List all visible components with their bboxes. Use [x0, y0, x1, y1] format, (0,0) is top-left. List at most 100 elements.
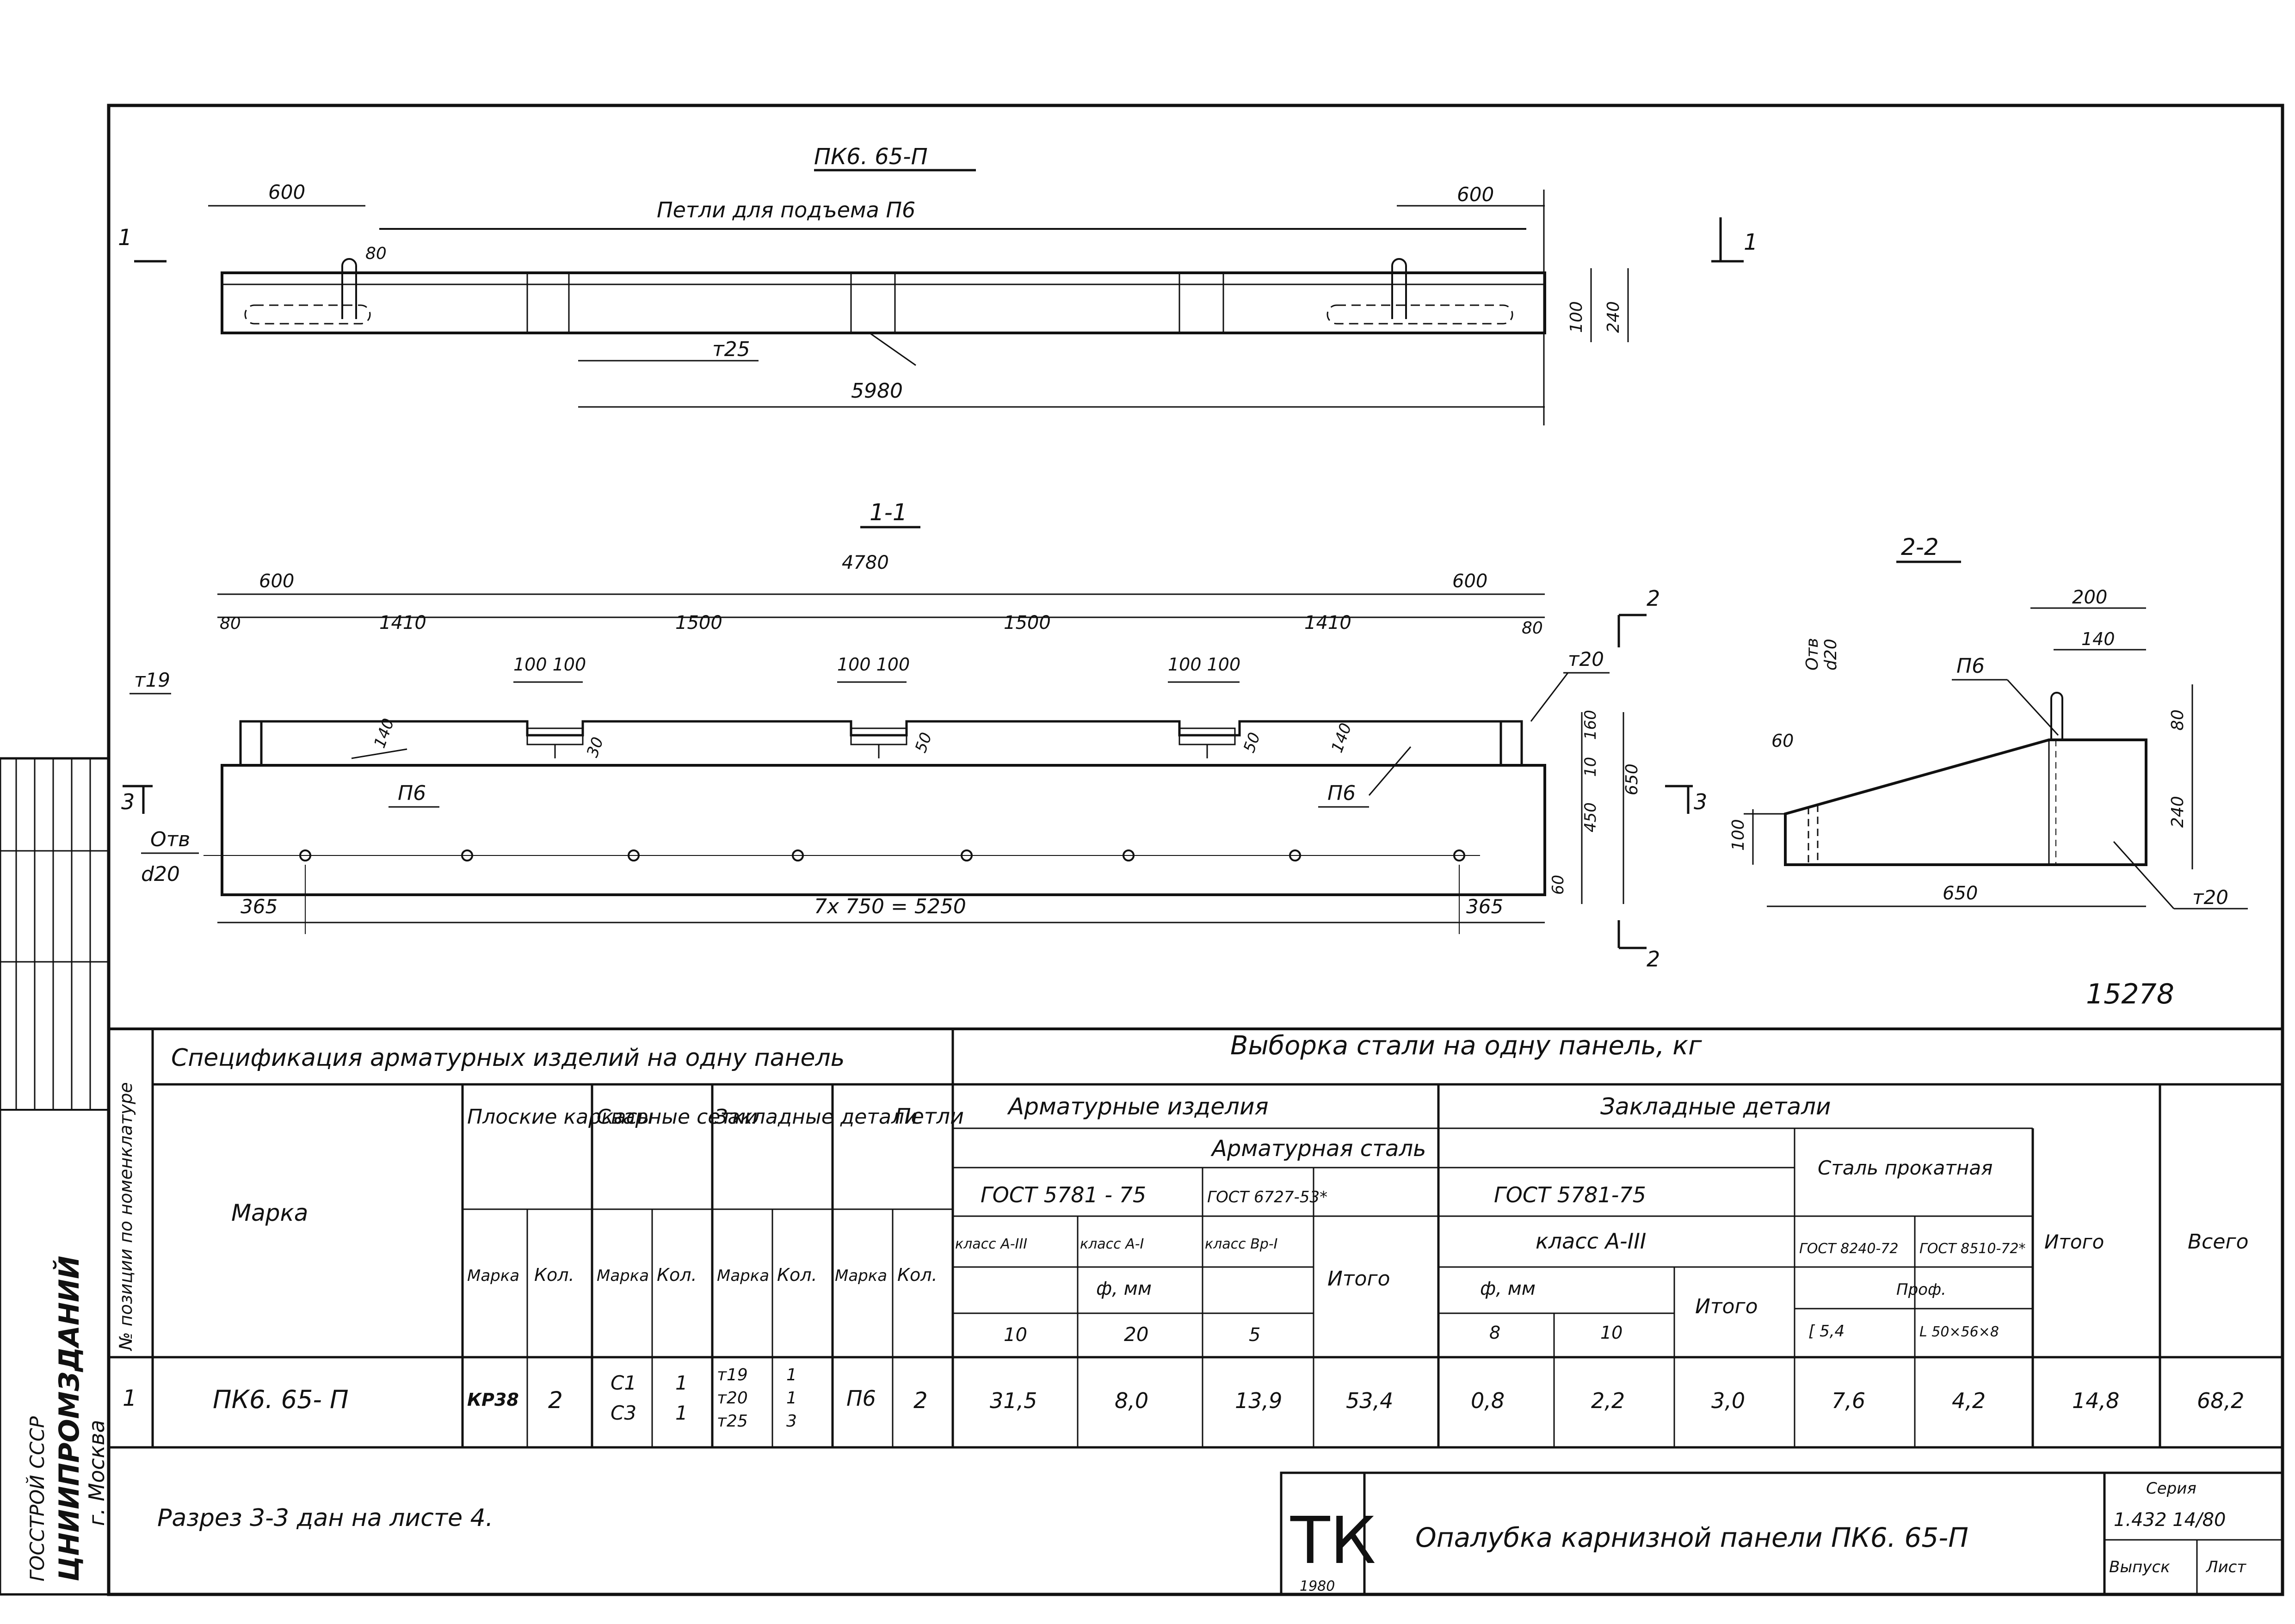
plan-section-mark-right: 1	[1744, 229, 1758, 255]
sec11-h160: 160	[1581, 710, 1600, 740]
sheet-frame	[107, 104, 2284, 1596]
footer-logo-year: 1980	[1300, 1578, 1335, 1594]
sub-qty-2: Кол.	[657, 1265, 697, 1285]
total-header: Всего	[2188, 1230, 2248, 1254]
sec11-dim-overall: 4780	[842, 552, 889, 573]
row-loop-mark: П6	[846, 1386, 876, 1411]
plan-section-mark-left: 1	[118, 225, 132, 251]
row-welded-qty-0: 1	[675, 1372, 688, 1394]
sec11-h30: 30	[583, 735, 607, 760]
sec11-h450: 450	[1581, 802, 1600, 832]
row-v5: 13,9	[1235, 1388, 1282, 1413]
sub-mark-1: Марка	[467, 1267, 519, 1285]
row-sum3: 14,8	[2072, 1388, 2119, 1413]
embedded-details: Закладные детали	[1600, 1093, 1831, 1120]
plan-dim-total: 5980	[851, 379, 903, 403]
sec11-h140-right: 140	[1328, 720, 1356, 755]
arm-steel: Арматурная сталь	[1210, 1136, 1426, 1162]
footer-sheet-label: Лист	[2205, 1558, 2246, 1576]
plan-panel	[221, 271, 1546, 334]
gost-6727: ГОСТ 6727-53*	[1207, 1188, 1327, 1206]
d10b: 10	[1600, 1323, 1623, 1343]
class-aiii-b: класс А-III	[1536, 1229, 1646, 1254]
itogo-3: Итого	[2044, 1230, 2104, 1253]
phi-mm-b: ф, мм	[1480, 1278, 1536, 1299]
sec11-dim-1410-right: 1410	[1304, 612, 1351, 634]
d20: 20	[1124, 1323, 1148, 1346]
sub-mark-2: Марка	[597, 1267, 649, 1285]
row-no: 1	[123, 1385, 137, 1411]
row-loop-qty: 2	[913, 1388, 928, 1414]
sec11-p6-left: П6	[398, 781, 426, 805]
sec11-otv-label: Отв	[150, 828, 190, 851]
footer-sheet-title: Опалубка карнизной панели ПК6. 65-П	[1415, 1522, 1968, 1553]
gost-8510: ГОСТ 8510-72*	[1919, 1241, 2025, 1257]
gost-5781-b: ГОСТ 5781-75	[1494, 1182, 1646, 1207]
row-emb-mark-0: т19	[717, 1366, 748, 1384]
side-stamp: ЦНИИПРОМЗДАНИЙ г. Москва ГОССТРОЙ СССР	[0, 757, 110, 1596]
plan-dim-100: 100	[1567, 301, 1586, 333]
section-2-2: 2-2 200 140 П6 Отв d20 60 100 80 240 650…	[1729, 534, 2248, 910]
row-emb-qty-2: 3	[786, 1412, 797, 1431]
sec11-h10: 10	[1581, 757, 1600, 777]
class-vpi: класс Вр-I	[1205, 1236, 1278, 1252]
d8: 8	[1489, 1323, 1500, 1343]
row-v20: 8,0	[1115, 1388, 1148, 1413]
row-emb-mark-2: т25	[717, 1412, 748, 1431]
side-stamp-agency: ГОССТРОЙ СССР	[25, 1416, 49, 1581]
sec11-dim-1410-left: 1410	[379, 612, 426, 634]
sec11-h60: 60	[1549, 875, 1567, 895]
row-welded-mark-1: С3	[611, 1402, 636, 1424]
footer-issue-label: Выпуск	[2109, 1558, 2170, 1576]
plan-loops-label: Петли для подъема П6	[657, 197, 915, 222]
sec11-pair-100-b: 100 100	[837, 654, 910, 675]
footer-note: Разрез 3-3 дан на листе 4.	[157, 1504, 493, 1532]
row-flat-mark: КР38	[467, 1390, 519, 1410]
row-emb-mark-1: т20	[717, 1389, 748, 1408]
d5: 5	[1249, 1324, 1260, 1346]
plan-dim-240: 240	[1604, 301, 1623, 333]
sec22-profile	[1784, 738, 2147, 866]
profile: Проф.	[1896, 1280, 1946, 1299]
itogo-1: Итого	[1327, 1267, 1390, 1291]
sec22-p6: П6	[1956, 654, 1985, 678]
sec22-dim-60: 60	[1771, 731, 1794, 751]
footer-series-label: Серия	[2146, 1479, 2196, 1498]
sec11-dim-600-right: 600	[1452, 571, 1487, 592]
row-emb-qty-0: 1	[786, 1366, 797, 1384]
sec11-section-mark-2-top: 2	[1647, 586, 1660, 611]
d10: 10	[1004, 1324, 1027, 1346]
col-loops: Петли	[895, 1104, 964, 1129]
col-no: № позиции по номенклатуре	[116, 1082, 136, 1351]
plan-title: ПК6. 65-П	[814, 144, 928, 170]
plan-view: ПК6. 65-П Петли для подъема П6 600 600 8…	[118, 144, 1758, 425]
prof-l: L 50×56×8	[1919, 1324, 1999, 1340]
prof-c: [ 5,4	[1808, 1322, 1845, 1341]
row-v10b: 2,2	[1591, 1388, 1625, 1413]
row-v10: 31,5	[990, 1388, 1037, 1413]
sec11-panel	[221, 764, 1546, 896]
sec22-dim-650: 650	[1943, 883, 1978, 904]
sec11-h50-b: 50	[1240, 730, 1264, 755]
footer-series-value: 1.432 14/80	[2114, 1509, 2226, 1531]
row-vl: 4,2	[1952, 1388, 1986, 1413]
col-embedded: Закладные детали	[715, 1105, 918, 1129]
sec22-dim-140: 140	[2081, 629, 2115, 649]
sec11-section-mark-2-bottom: 2	[1647, 947, 1660, 972]
col-mark: Марка	[231, 1200, 308, 1226]
row-sum2: 3,0	[1711, 1388, 1745, 1413]
sub-qty-3: Кол.	[777, 1265, 817, 1285]
sec11-pair-100-a: 100 100	[513, 654, 586, 675]
row-welded-mark-0: С1	[611, 1372, 636, 1394]
sec11-dim-bottom: 7х 750 = 5250	[814, 895, 966, 918]
sec11-dim-1500-a: 1500	[675, 612, 722, 634]
plan-part-t25: т25	[712, 338, 750, 361]
sec22-otv-d: d20	[1821, 639, 1840, 671]
row-mark: ПК6. 65- П	[213, 1385, 349, 1414]
sec11-title: 1-1	[870, 499, 907, 526]
arm-items: Арматурные изделия	[1007, 1093, 1269, 1120]
sec22-otv: Отв	[1803, 638, 1822, 671]
sec22-title: 2-2	[1901, 534, 1939, 560]
plan-dim-80: 80	[365, 244, 387, 263]
